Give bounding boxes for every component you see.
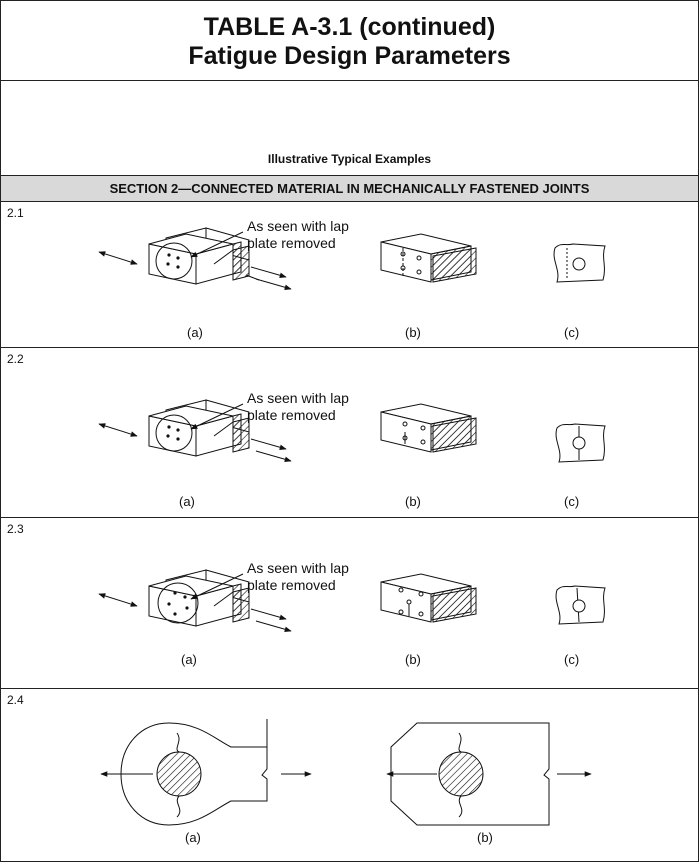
pin-hatched (156, 751, 202, 797)
table-row: 2.1 As seen wit (1, 202, 698, 348)
title-block: TABLE A-3.1 (continued) Fatigue Design P… (1, 1, 698, 81)
figure-2-3: As seen with lap plate removed (a) (b) (… (98, 560, 606, 667)
note-line-2: plate removed (247, 407, 336, 423)
plate-holes (398, 587, 424, 617)
caption-a: (a) (187, 325, 203, 340)
load-arrow (245, 274, 260, 281)
plate-view-drawing (380, 233, 477, 283)
caption-b: (b) (405, 325, 421, 340)
bolt-holes (167, 591, 189, 616)
leader-line (213, 421, 234, 437)
load-arrow (255, 278, 292, 290)
leader-line (190, 403, 244, 430)
plate-view-drawing (380, 573, 477, 623)
lap-joint-drawing (148, 399, 250, 457)
load-arrow (255, 450, 292, 462)
caption-c: (c) (564, 652, 579, 667)
lap-joint-drawing (148, 227, 250, 285)
bolt-holes (166, 253, 180, 269)
leader-line (190, 573, 244, 600)
note-line-1: As seen with lap (247, 218, 349, 234)
hole-detail (572, 436, 586, 450)
figure-2-4: (a) (b) (100, 719, 592, 845)
row-number: 2.3 (7, 522, 24, 536)
bolt-holes (166, 425, 180, 441)
row-number: 2.1 (7, 206, 24, 220)
figure-2-2: As seen with lap plate removed (a) (b) (… (98, 390, 606, 509)
hole-detail (572, 257, 586, 271)
table-title: TABLE A-3.1 (continued) (203, 13, 496, 41)
caption-b: (b) (477, 830, 493, 845)
pin-hatched (438, 751, 484, 797)
row-number: 2.4 (7, 693, 24, 707)
load-arrow (255, 620, 292, 632)
leader-line (190, 231, 244, 258)
table-row: 2.4 (a) (b) (1, 689, 698, 861)
hole-detail (572, 599, 586, 613)
caption-a: (a) (179, 494, 195, 509)
load-arrow (98, 593, 138, 607)
section-header: SECTION 2—CONNECTED MATERIAL IN MECHANIC… (1, 176, 698, 202)
caption-c: (c) (564, 494, 579, 509)
caption-b: (b) (405, 494, 421, 509)
caption-b: (b) (405, 652, 421, 667)
plate-holes (400, 251, 422, 275)
figure-2-1: As seen with lap plate removed (a) (b) (… (98, 218, 606, 340)
table-subtitle: Fatigue Design Parameters (188, 42, 511, 70)
table-row: 2.2 As seen with lap plate rem (1, 348, 698, 518)
load-arrow (250, 438, 287, 450)
load-arrow (250, 608, 287, 620)
leader-line (213, 591, 234, 607)
caption-a: (a) (185, 830, 201, 845)
note-line-2: plate removed (247, 235, 336, 251)
plate-view-drawing (380, 403, 477, 453)
column-header: Illustrative Typical Examples (1, 81, 698, 176)
note-line-1: As seen with lap (247, 560, 349, 576)
row-number: 2.2 (7, 352, 24, 366)
load-arrow (98, 251, 138, 265)
table-row: 2.3 As seen with lap (1, 518, 698, 689)
leader-line (213, 249, 234, 265)
column-header-label: Illustrative Typical Examples (267, 152, 432, 166)
note-line-1: As seen with lap (247, 390, 349, 406)
lap-joint-drawing (148, 569, 250, 627)
caption-c: (c) (564, 325, 579, 340)
caption-a: (a) (181, 652, 197, 667)
note-line-2: plate removed (247, 577, 336, 593)
load-arrow (250, 266, 287, 278)
load-arrow (98, 423, 138, 437)
